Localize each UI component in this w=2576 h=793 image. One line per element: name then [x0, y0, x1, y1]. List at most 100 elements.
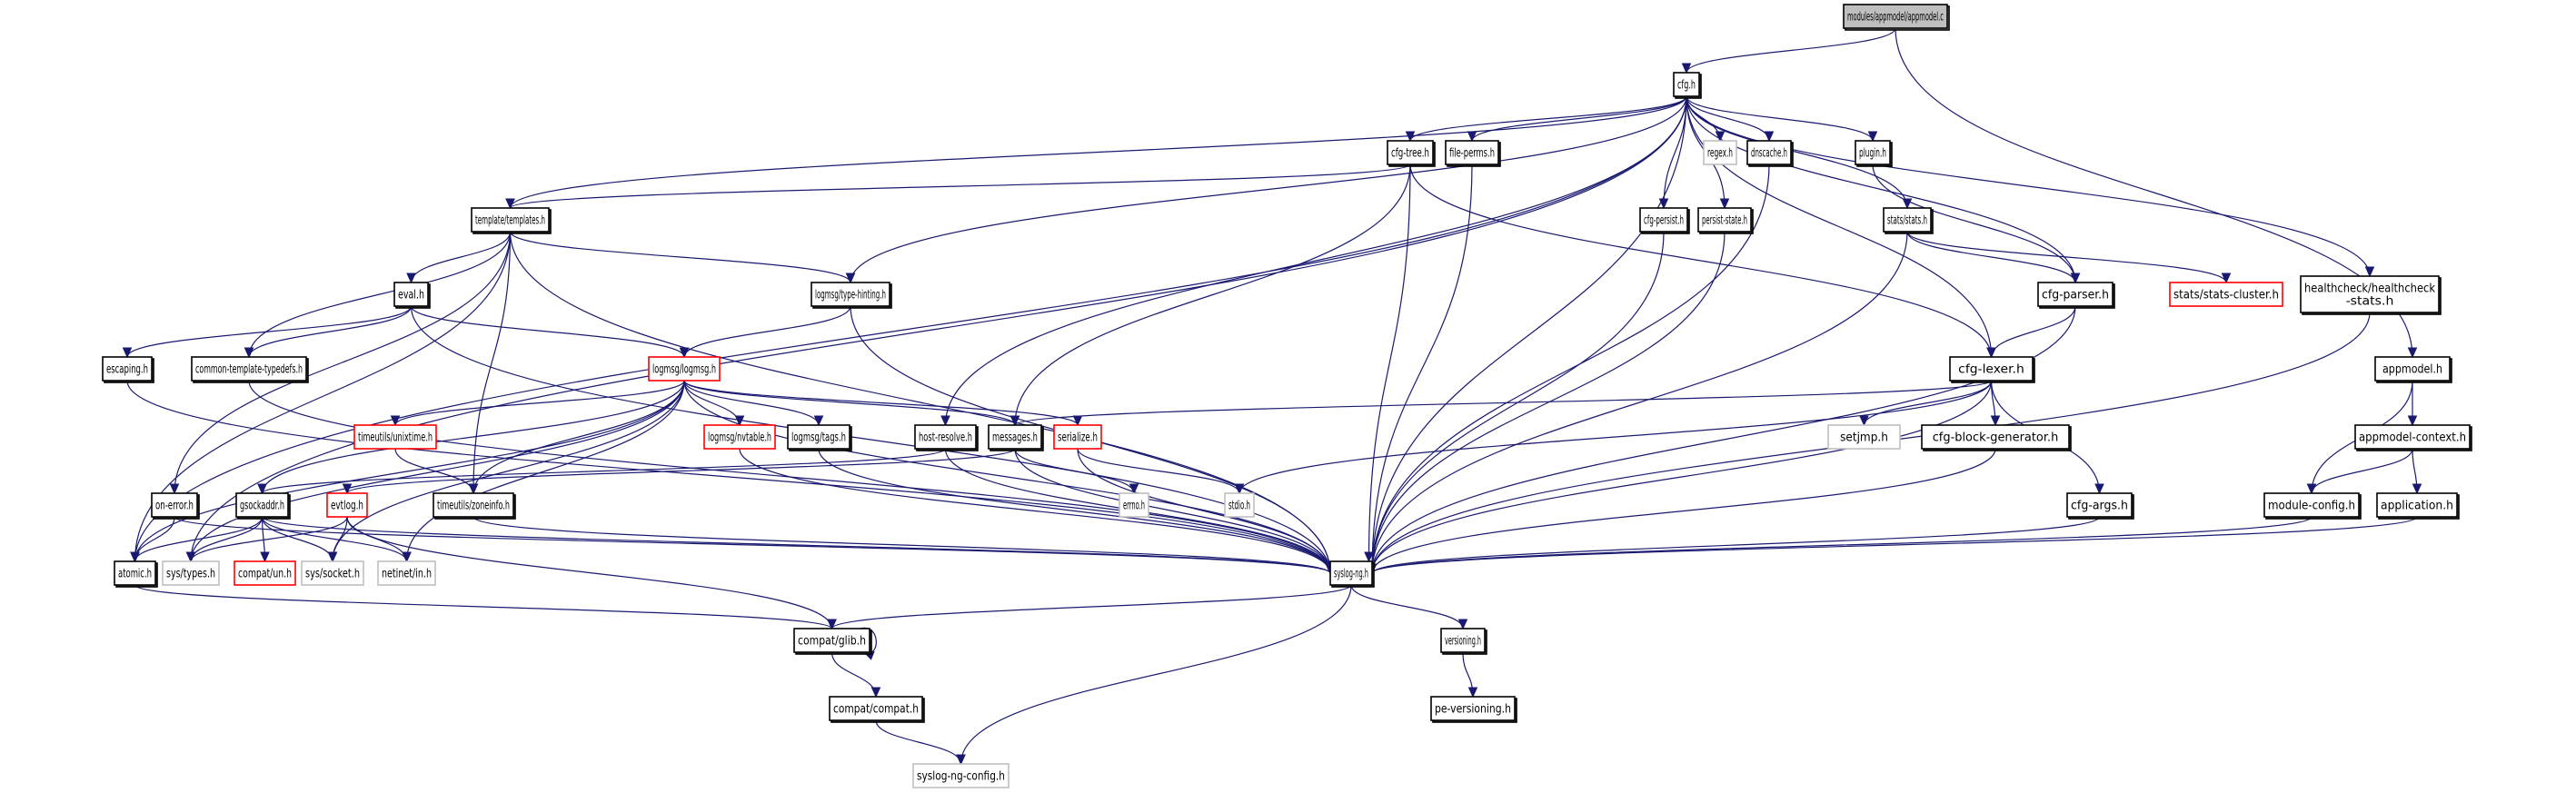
node-versioning-h[interactable]: versioning.h: [1440, 628, 1487, 655]
node-serialize-h[interactable]: serialize.h: [1053, 424, 1102, 450]
edge-templates_h-to-eval_h: [406, 231, 512, 284]
edge-logmsg_h-to-unixtime_h: [390, 380, 685, 427]
node-label: -stats.h: [2346, 295, 2394, 309]
node-atomic-h[interactable]: atomic.h: [114, 560, 158, 588]
edge-host_resolve_h-to-gsockaddr_h: [257, 448, 947, 495]
node-eval-h[interactable]: eval.h: [393, 282, 431, 309]
node-syslog-ng-h[interactable]: syslog-ng.h: [1329, 560, 1375, 588]
node-syslog-ng-config-h: syslog-ng-config.h: [912, 763, 1010, 788]
edge-evtlog_h-to-sys_socket_h: [327, 516, 348, 563]
edge-cfg_h-to-cfg_tree_h: [1405, 95, 1687, 143]
edge-compat_glib_h-to-compat_compat_h: [830, 651, 881, 699]
node-compat-un-h[interactable]: compat/un.h: [234, 560, 296, 586]
node-logmsg-h[interactable]: logmsg/logmsg.h: [648, 356, 721, 382]
node-appmodel-c[interactable]: modules/appmodel/appmodel.c: [1843, 4, 1950, 31]
node-label: stdio.h: [1228, 500, 1250, 513]
node-escaping-h[interactable]: escaping.h: [102, 356, 154, 383]
edge-cfg_block_gen_h-to-syslog_ng_h: [1367, 448, 1996, 575]
node-label: errno.h: [1123, 500, 1145, 513]
node-common-tt-h[interactable]: common-template-typedefs.h: [191, 356, 309, 383]
edge-eval_h-to-common_tt_h: [244, 305, 413, 359]
node-label: dnscache.h: [1751, 147, 1787, 161]
node-label: host-resolve.h: [919, 431, 972, 445]
node-label: regex.h: [1707, 147, 1733, 161]
edge-application_h-to-syslog_ng_h: [1367, 516, 2418, 575]
node-gsockaddr-h[interactable]: gsockaddr.h: [235, 492, 291, 520]
node-on-error-h[interactable]: on-error.h: [151, 492, 200, 520]
node-compat-glib-h[interactable]: compat/glib.h: [793, 628, 872, 655]
edge-templates_h-to-zoneinfo_h: [468, 231, 512, 495]
node-label: cfg-parser.h: [2042, 289, 2109, 302]
node-stats-h[interactable]: stats/stats.h: [1883, 207, 1934, 234]
node-cfg-lexer-h[interactable]: cfg-lexer.h: [1949, 356, 2035, 383]
edge-cfg_tree_h-to-templates_h: [505, 164, 1411, 210]
node-unixtime-h[interactable]: timeutils/unixtime.h: [353, 424, 437, 450]
edge-cfg_h-to-dnscache_h: [1686, 95, 1775, 143]
node-stats-cluster-h[interactable]: stats/stats-cluster.h: [2169, 282, 2283, 307]
edge-messages_h-to-evtlog_h: [342, 448, 1016, 495]
node-zoneinfo-h[interactable]: timeutils/zoneinfo.h: [433, 492, 516, 520]
node-cfg-args-h[interactable]: cfg-args.h: [2066, 492, 2134, 520]
edge-cfg_lexer_h-to-setjmp_h: [1859, 380, 1993, 427]
edge-evtlog_h-to-sys_types_h: [185, 516, 348, 563]
node-evtlog-h[interactable]: evtlog.h: [326, 492, 368, 518]
edge-cfg_tree_h-to-cfg_lexer_h: [1409, 164, 1996, 359]
node-compat-compat-h[interactable]: compat/compat.h: [829, 696, 925, 723]
node-label: appmodel-context.h: [2359, 431, 2466, 445]
node-templates-h[interactable]: template/templates.h: [471, 207, 552, 234]
node-label: cfg.h: [1677, 79, 1696, 93]
edge-logmsg_h-to-tags_h: [683, 380, 824, 427]
edge-eval_h-to-escaping_h: [122, 305, 413, 359]
node-messages-h[interactable]: messages.h: [988, 424, 1044, 451]
node-cfg-tree-h[interactable]: cfg-tree.h: [1387, 140, 1436, 167]
node-file-perms-h[interactable]: file-perms.h: [1445, 140, 1501, 167]
edge-syslog_ng_h-to-syslog_ng_config_h: [956, 584, 1352, 766]
node-cfg-parser-h[interactable]: cfg-parser.h: [2037, 282, 2115, 309]
edge-unixtime_h-to-zoneinfo_h: [394, 448, 479, 495]
node-appmodel-context-h[interactable]: appmodel-context.h: [2354, 424, 2472, 451]
node-plugin-h[interactable]: plugin.h: [1855, 140, 1893, 167]
node-label: syslog-ng.h: [1334, 568, 1368, 581]
edge-eval_h-to-syslog_ng_h: [410, 305, 1336, 575]
edge-cfg_tree_h-to-messages_h: [1010, 164, 1411, 427]
node-label: persist-state.h: [1702, 214, 1747, 228]
node-cfg-h[interactable]: cfg.h: [1673, 72, 1702, 99]
node-label: setjmp.h: [1840, 431, 1888, 445]
node-label: logmsg/nvtable.h: [708, 431, 771, 445]
edge-logmsg_h-to-serialize_h: [683, 380, 1083, 427]
edge-serialize_h-to-stdio_h: [1077, 448, 1245, 495]
node-dnscache-h[interactable]: dnscache.h: [1746, 140, 1794, 167]
node-label: file-perms.h: [1449, 147, 1495, 161]
node-label: cfg-block-generator.h: [1933, 431, 2059, 445]
node-label: module-config.h: [2268, 500, 2355, 513]
node-sys-socket-h: sys/socket.h: [301, 560, 364, 586]
edge-cfg_tree_h-to-syslog_ng_h: [1364, 164, 1411, 563]
node-nvtable-h[interactable]: logmsg/nvtable.h: [703, 424, 776, 450]
node-application-h[interactable]: application.h: [2376, 492, 2460, 520]
node-healthcheck-h[interactable]: healthcheck/healthcheck-stats.h: [2300, 275, 2442, 315]
node-pe-versioning-h[interactable]: pe-versioning.h: [1430, 696, 1517, 723]
node-label: plugin.h: [1859, 147, 1886, 161]
node-label: compat/un.h: [238, 568, 292, 581]
edge-versioning_h-to-pe_versioning_h: [1462, 651, 1478, 699]
node-cfg-block-gen-h[interactable]: cfg-block-generator.h: [1921, 424, 2072, 451]
node-persist-state-h[interactable]: persist-state.h: [1697, 207, 1754, 234]
node-type-hinting-h[interactable]: logmsg/type-hinting.h: [811, 282, 892, 309]
node-sys-types-h: sys/types.h: [162, 560, 220, 586]
node-label: netinet/in.h: [382, 568, 432, 581]
edge-type_hinting_h-to-logmsg_h: [679, 305, 851, 359]
node-appmodel-h[interactable]: appmodel.h: [2374, 356, 2452, 383]
nodes-layer: modules/appmodel/appmodel.c cfg.h regex.h d…: [102, 4, 2472, 788]
node-label: pe-versioning.h: [1435, 703, 1511, 717]
edge-cfg_h-to-healthcheck_h: [1686, 95, 2375, 278]
edge-appmodel_context_h-to-application_h: [2412, 448, 2422, 495]
node-cfg-persist-h[interactable]: cfg-persist.h: [1639, 207, 1690, 234]
edge-appmodel_c-to-cfg_h: [1681, 27, 1896, 74]
node-tags-h[interactable]: logmsg/tags.h: [787, 424, 852, 451]
node-host-resolve-h[interactable]: host-resolve.h: [914, 424, 979, 451]
node-label: cfg-persist.h: [1644, 214, 1684, 228]
edge-cfg_lexer_h-to-messages_h: [1010, 380, 1993, 427]
node-module-config-h[interactable]: module-config.h: [2263, 492, 2362, 520]
node-label: template/templates.h: [475, 214, 545, 228]
edge-stats_h-to-stats_cluster_h: [1906, 231, 2232, 284]
